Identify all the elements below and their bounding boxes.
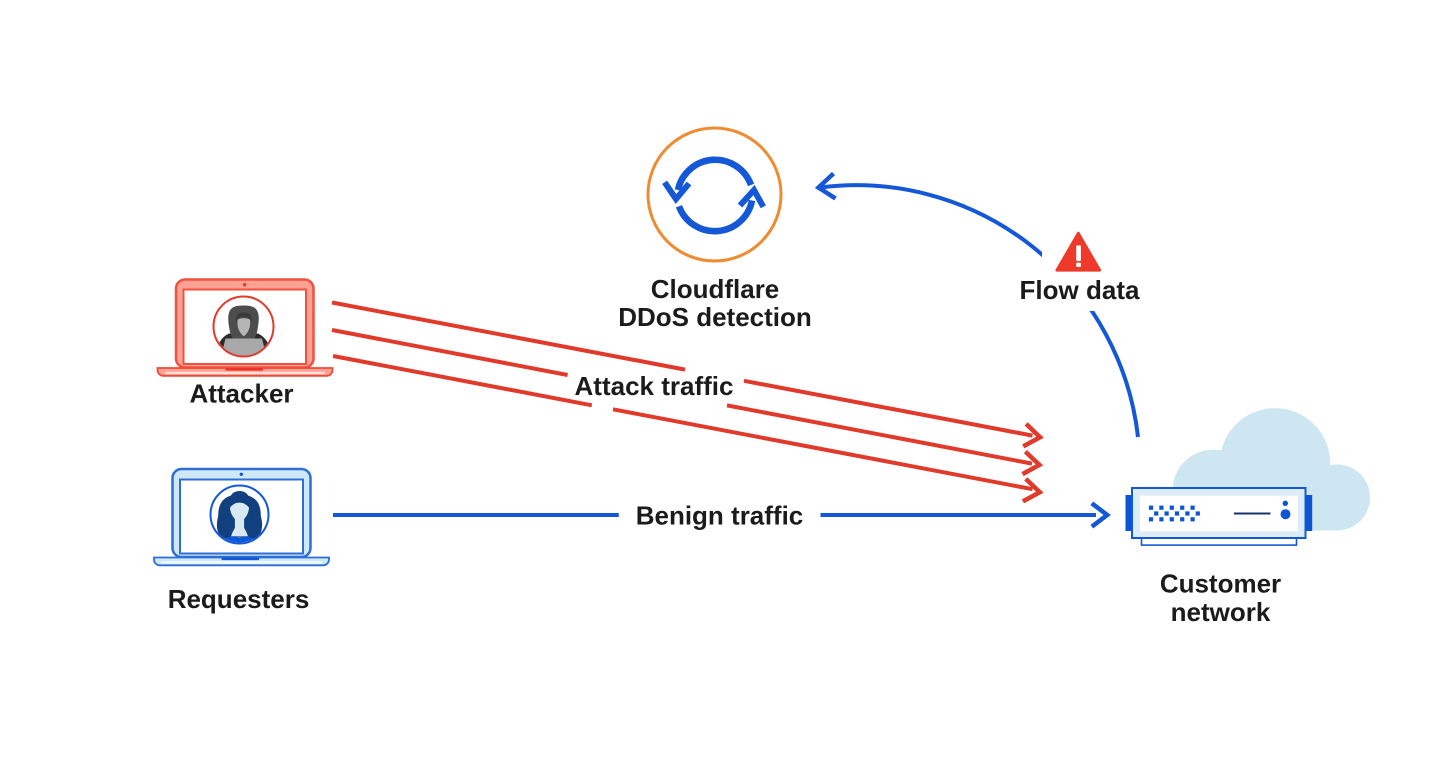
svg-text:Attack traffic: Attack traffic — [575, 371, 734, 401]
svg-text:Benign traffic: Benign traffic — [636, 501, 804, 531]
svg-text:Flow data: Flow data — [1020, 275, 1140, 305]
svg-text:Attacker: Attacker — [189, 379, 293, 409]
svg-text:network: network — [1171, 597, 1271, 627]
svg-text:DDoS detection: DDoS detection — [618, 302, 812, 332]
svg-text:Cloudflare: Cloudflare — [651, 274, 780, 304]
svg-text:Requesters: Requesters — [168, 584, 310, 614]
svg-text:Customer: Customer — [1160, 569, 1281, 599]
